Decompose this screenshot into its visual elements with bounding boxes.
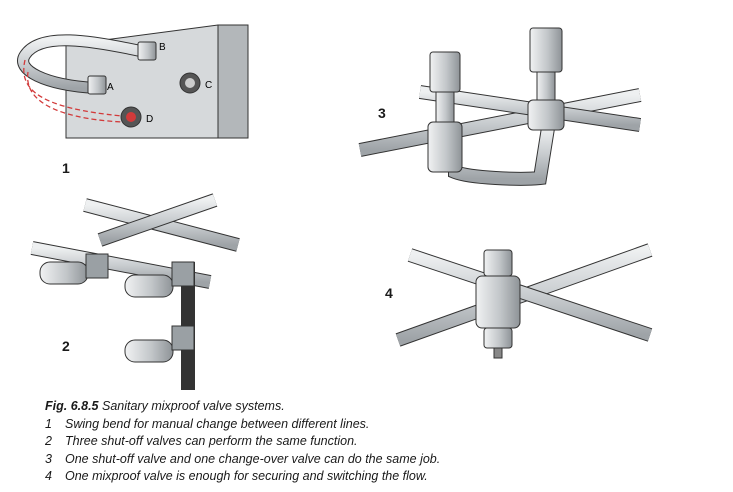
figure-label: Fig. 6.8.5 <box>45 399 99 413</box>
caption-item-3: 3 One shut-off valve and one change-over… <box>45 451 441 466</box>
panel-4-number: 4 <box>385 285 393 301</box>
panel-3-two-valves <box>358 27 642 186</box>
port-a-label: A <box>107 82 114 93</box>
caption-item-2: 2 Three shut-off valves can perform the … <box>45 434 358 449</box>
port-c-label: C <box>205 80 212 91</box>
panel-1-number: 1 <box>62 160 70 176</box>
panel-1-swing-bend <box>17 24 249 139</box>
caption-title-line: Fig. 6.8.5 Sanitary mixproof valve syste… <box>45 398 705 416</box>
port-d-label: D <box>146 114 153 125</box>
caption-item-1: 1 Swing bend for manual change between d… <box>45 416 370 431</box>
panel-2-three-valves <box>30 193 240 390</box>
illustrations: A B C D <box>17 24 653 390</box>
caption-item-4: 4 One mixproof valve is enough for secur… <box>45 469 428 484</box>
panel-4-mixproof-valve <box>395 243 653 359</box>
port-b-label: B <box>159 42 166 53</box>
figure-caption: Fig. 6.8.5 Sanitary mixproof valve syste… <box>45 398 705 486</box>
figure-title: Sanitary mixproof valve systems. <box>101 399 285 413</box>
panel-2-number: 2 <box>62 338 70 354</box>
panel-3-number: 3 <box>378 105 386 121</box>
